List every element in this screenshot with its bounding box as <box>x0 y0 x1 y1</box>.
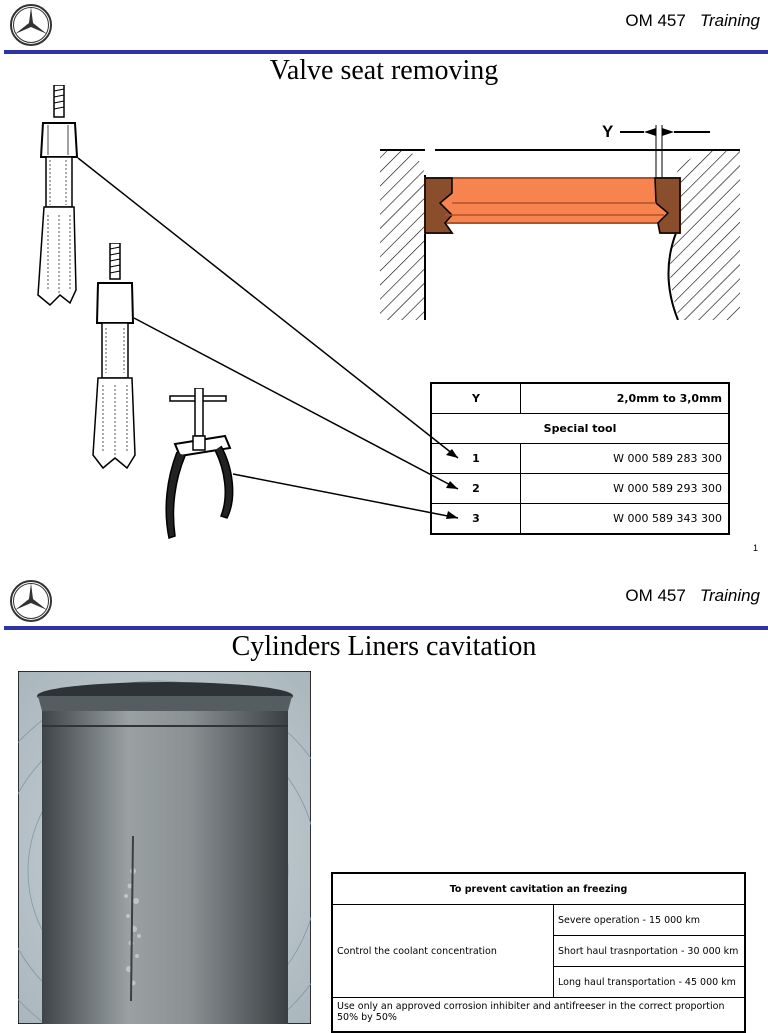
page-number: 1 <box>752 543 758 553</box>
brand-header: OM 457 Training <box>625 586 760 606</box>
brand-header: OM 457 Training <box>625 11 760 31</box>
brand-model: OM 457 <box>625 586 686 605</box>
slide-title: Cylinders Liners cavitation <box>231 631 537 662</box>
interval-cell: Severe operation - 15 000 km <box>553 904 746 936</box>
mercedes-star-logo <box>10 580 52 622</box>
cavitation-prevention-table: To prevent cavitation an freezing Contro… <box>331 872 746 1033</box>
interval-cell: Short haul trasnportation - 30 000 km <box>553 935 746 967</box>
cylinder-liner-photo <box>18 671 311 1024</box>
extractor-tool-2-illustration <box>92 243 136 470</box>
slide-2: OM 457 Training Cylinders Liners cavitati… <box>0 575 768 1033</box>
slide-title: Valve seat removing <box>269 55 499 86</box>
header-rule <box>4 50 768 54</box>
dimension-y-label: Y <box>602 122 614 141</box>
header-rule <box>4 626 768 630</box>
y-value-cell: 2,0mm to 3,0mm <box>520 382 730 414</box>
interval-cell: Long haul transportation - 45 000 km <box>553 966 746 998</box>
valve-seat-cross-section: Y <box>380 122 740 320</box>
tool-part-cell: W 000 589 293 300 <box>520 473 730 504</box>
coolant-control-label: Control the coolant concentration <box>331 904 554 998</box>
special-tool-table: Y 2,0mm to 3,0mm Special tool 1 W 000 58… <box>430 382 730 535</box>
mercedes-star-logo <box>10 4 52 46</box>
tool-number-cell: 2 <box>430 473 521 504</box>
slide-1: OM 457 Training Valve seat removing <box>4 4 768 553</box>
extractor-tool-1-illustration <box>37 85 79 307</box>
special-tool-header: Special tool <box>430 413 730 444</box>
puller-tool-3-illustration <box>165 388 234 539</box>
tool-part-cell: W 000 589 343 300 <box>520 503 730 535</box>
cavitation-table-header: To prevent cavitation an freezing <box>331 872 746 905</box>
brand-model: OM 457 <box>625 11 686 30</box>
tool-number-cell: 3 <box>430 503 521 535</box>
brand-label: Training <box>699 586 760 605</box>
tool-number-cell: 1 <box>430 443 521 474</box>
y-label-cell: Y <box>430 382 521 414</box>
antifreeze-note: Use only an approved corrosion inhibiter… <box>331 997 746 1033</box>
brand-label: Training <box>699 11 760 30</box>
tool-part-cell: W 000 589 283 300 <box>520 443 730 474</box>
